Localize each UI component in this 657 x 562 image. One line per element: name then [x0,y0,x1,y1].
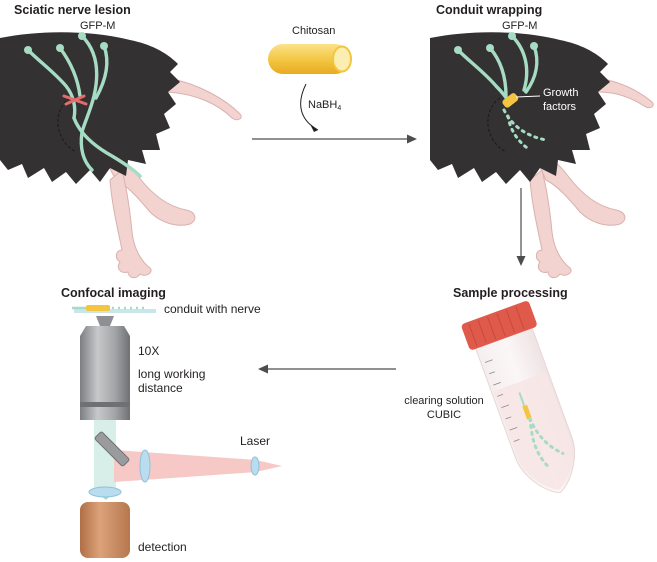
wrapping-title: Conduit wrapping [436,3,543,17]
mouse-foot [529,169,572,279]
sample-slide [74,309,156,313]
regenerating-nerve-dashed [502,108,548,152]
nerve-endings [24,32,108,54]
chitosan-conduit-illustration [268,44,352,74]
laser-label: Laser [240,434,271,448]
growth-factor-pointer [515,95,541,98]
objective-body [80,326,130,420]
dichroic-mirror [94,431,130,467]
mouse-body-fur [430,32,610,184]
chitosan-label: Chitosan [292,25,336,37]
mouse-tail [167,77,242,121]
objective-description-line2: distance [138,381,183,395]
detection-label: detection [138,540,187,554]
objective-magnification: 10X [138,344,160,358]
clearing-solution-line2: CUBIC [426,409,462,421]
conduit-with-nerve-label: conduit with nerve [164,302,261,316]
reagent-label: NaBH4 [308,98,341,116]
wrapping-subtitle: GFP-M [502,20,538,32]
mouse-tail [597,77,654,109]
sciatic-nerve [26,34,142,178]
objective-tip [96,316,114,326]
wrapped-conduit [502,93,519,108]
wrapping-site-arc [487,97,507,153]
lesion-subtitle: GFP-M [80,20,116,32]
objective-description-line1: long working [138,367,206,381]
laser-lens-1 [139,449,151,483]
lesion-marker [62,94,88,106]
nerve-endings [454,32,538,54]
confocal-setup [72,305,282,558]
laser-lens-2 [250,456,260,476]
imaging-title: Confocal imaging [61,286,166,300]
detector [80,502,130,558]
detection-lens [88,486,122,498]
sample-conduit [522,404,532,420]
clearing-solution [493,372,573,490]
reagent-formula: NaBH [308,99,338,111]
mouse-foot [109,169,152,279]
reduction-arrowhead [310,124,318,132]
lesion-site-arc [57,97,77,153]
growth-factors-line1: Growth [543,87,579,99]
tube-graduations [484,359,520,442]
sample-nerve [528,417,565,455]
processing-title: Sample processing [453,286,568,300]
mouse-lesion-illustration [0,32,242,279]
lesion-title: Sciatic nerve lesion [14,3,131,17]
reagent-subscript: 4 [337,105,342,112]
growth-factors-line2: factors [543,101,577,113]
imaged-conduit [86,305,110,311]
mouse-wrapping-illustration [430,32,654,279]
clearing-solution-line1: clearing solution [404,395,484,407]
falcon-tube-illustration [461,301,575,494]
laser-beam [114,450,282,482]
flow-arrows [252,134,526,374]
